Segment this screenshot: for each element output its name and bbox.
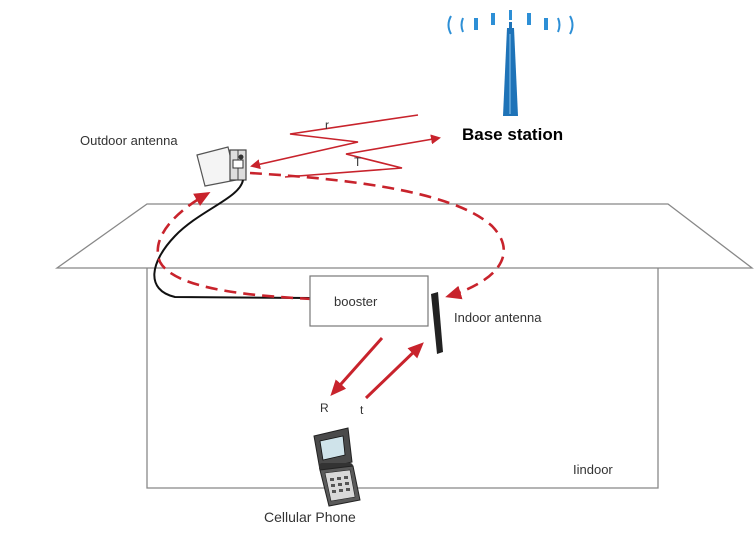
cellular-phone-icon <box>313 427 361 507</box>
indoor-antenna-icon <box>431 292 443 354</box>
outdoor-antenna-icon <box>196 146 247 187</box>
booster-label: booster <box>334 294 378 309</box>
cellular-phone-label: Cellular Phone <box>264 509 356 525</box>
signal-r-path <box>250 114 419 170</box>
outdoor-signal-zigzag <box>250 114 441 178</box>
booster-box <box>309 275 429 327</box>
signal-R-arrow <box>330 337 384 396</box>
signal-T-path <box>284 134 441 178</box>
indoor-label: Iindoor <box>573 462 613 477</box>
dashed-relay-path-right <box>249 171 505 300</box>
house-wall <box>146 268 659 489</box>
house <box>54 203 754 489</box>
signal-R-label: R <box>320 401 329 415</box>
roof <box>54 203 754 269</box>
signal-t-label: t <box>360 403 364 417</box>
indoor-antenna-label: Indoor antenna <box>454 310 542 325</box>
coax-cable <box>153 179 311 299</box>
signal-r-label: r <box>325 118 329 132</box>
dashed-relay-path-left <box>156 192 313 301</box>
indoor-signal-arrows <box>330 337 424 400</box>
signal-T-label: T <box>354 155 362 169</box>
tower-icon <box>447 10 574 116</box>
outdoor-antenna-label: Outdoor antenna <box>80 133 178 148</box>
signal-t-arrow <box>364 342 424 400</box>
base-station-label: Base station <box>462 125 563 144</box>
